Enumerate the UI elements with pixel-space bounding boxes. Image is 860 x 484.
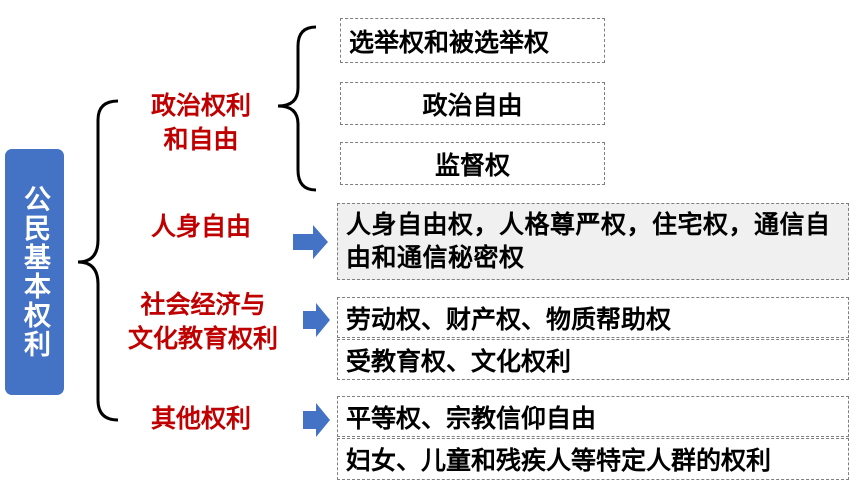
item-box-equality-religion: 平等权、宗教信仰自由	[337, 396, 849, 437]
item-box-special-groups: 妇女、儿童和残疾人等特定人群的权利	[337, 438, 849, 480]
item-label: 平等权、宗教信仰自由	[346, 403, 597, 433]
category-socio-economic: 社会经济与 文化教育权利	[127, 290, 278, 353]
item-box-political-freedom: 政治自由	[340, 82, 605, 125]
item-label: 监督权	[434, 150, 510, 180]
political-brace	[277, 25, 317, 192]
category-other: 其他权利	[150, 404, 251, 433]
category-personal: 人身自由	[150, 212, 251, 241]
item-box-education-culture: 受教育权、文化权利	[337, 339, 849, 380]
item-box-labor-property: 劳动权、财产权、物质帮助权	[337, 297, 849, 338]
category-political: 政治权利 和自由	[150, 91, 251, 154]
arrow-icon-personal	[293, 225, 328, 259]
item-box-supervision-right: 监督权	[340, 142, 605, 185]
arrow-icons	[293, 225, 330, 437]
main-brace	[77, 99, 119, 422]
item-label: 劳动权、财产权、物质帮助权	[346, 304, 672, 334]
root-node-label: 公民基本权利	[19, 185, 50, 359]
arrow-icon-other	[303, 403, 330, 437]
root-node-basic-rights: 公民基本权利	[5, 149, 64, 395]
item-label: 选举权和被选举权	[349, 27, 550, 57]
item-label: 妇女、儿童和残疾人等特定人群的权利	[346, 446, 772, 475]
item-label: 受教育权、文化权利	[346, 346, 572, 376]
arrow-icon-socio	[303, 303, 330, 337]
item-label: 政治自由	[422, 90, 523, 120]
item-box-personal-freedom: 人身自由权，人格尊严权，住宅权，通信自由和通信秘密权	[337, 203, 849, 280]
item-label: 人身自由权，人格尊严权，住宅权，通信自由和通信秘密权	[346, 210, 831, 272]
item-box-election-rights: 选举权和被选举权	[340, 18, 605, 63]
